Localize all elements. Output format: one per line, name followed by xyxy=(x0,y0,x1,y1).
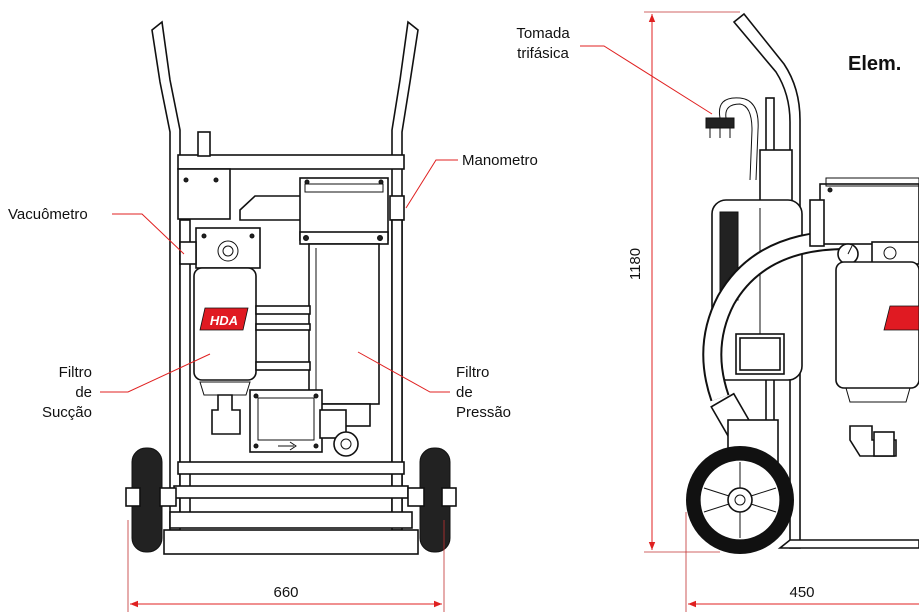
front-top-bar xyxy=(177,154,405,170)
dim-450-label: 450 xyxy=(789,584,814,601)
svg-text:trifásica: trifásica xyxy=(517,45,569,62)
svg-text:de: de xyxy=(456,384,473,401)
svg-text:Pressão: Pressão xyxy=(456,404,511,421)
front-view: HDA xyxy=(125,20,457,555)
label-manometro: Manometro xyxy=(405,152,538,209)
label-tomada: Tomada trifásica xyxy=(516,25,713,115)
dimension-height: 1180 xyxy=(627,11,740,553)
elem-heading: Elem. xyxy=(848,53,901,75)
svg-text:de: de xyxy=(75,384,92,401)
three-phase-plug xyxy=(705,97,759,181)
svg-text:Manometro: Manometro xyxy=(462,152,538,169)
side-wheel xyxy=(686,446,794,554)
side-view xyxy=(686,12,919,554)
pump-body xyxy=(249,389,323,453)
svg-text:Tomada: Tomada xyxy=(516,25,570,42)
label-vacuometro: Vacuômetro xyxy=(8,206,185,255)
svg-text:Vacuômetro: Vacuômetro xyxy=(8,206,88,223)
dimension-depth-side: 450 xyxy=(685,512,919,612)
label-filtro-succao: Filtro de Sucção xyxy=(42,353,211,421)
front-gauge-block xyxy=(389,195,405,221)
hda-logo: HDA xyxy=(199,307,249,331)
suction-filter-head xyxy=(195,227,261,269)
dim-660-label: 660 xyxy=(273,584,298,601)
dimension-width-front: 660 xyxy=(127,520,445,612)
side-filter-head xyxy=(819,183,919,245)
svg-text:Sucção: Sucção xyxy=(42,404,92,421)
label-filtro-pressao: Filtro de Pressão xyxy=(357,351,511,421)
svg-text:HDA: HDA xyxy=(210,313,238,328)
pressure-filter-head xyxy=(299,177,389,241)
svg-text:Filtro: Filtro xyxy=(59,364,92,381)
dim-1180-label: 1180 xyxy=(627,248,644,280)
svg-text:Filtro: Filtro xyxy=(456,364,489,381)
front-base xyxy=(177,461,405,475)
pressure-filter-body xyxy=(308,243,380,405)
